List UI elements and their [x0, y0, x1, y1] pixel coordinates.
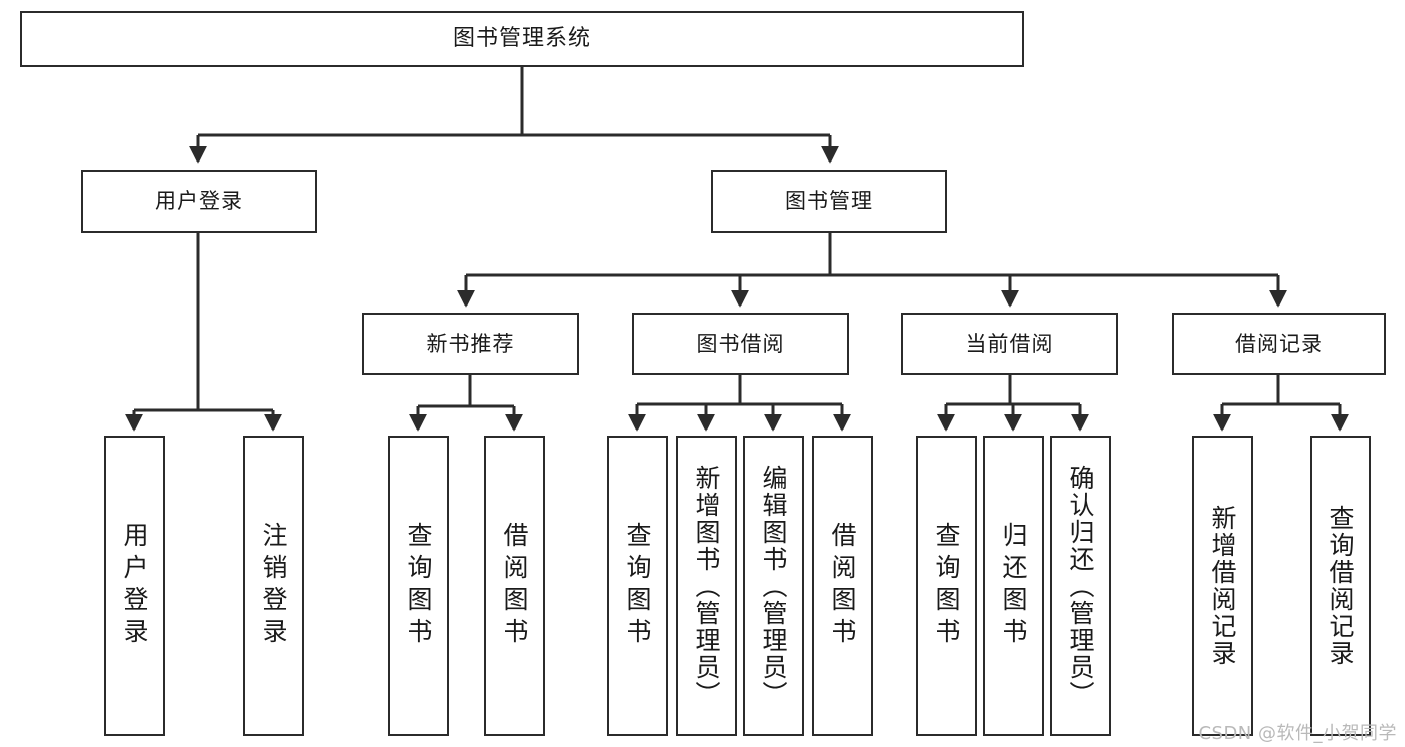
node-label: 用户登录 [155, 189, 243, 214]
node-leaf-confirm-return[interactable]: 确认归还（管理员） [1050, 436, 1111, 736]
watermark-text: CSDN @软件_小贺同学 [1198, 723, 1397, 744]
node-leaf-user-logout[interactable]: 注销登录 [243, 436, 304, 736]
node-current-borrow[interactable]: 当前借阅 [901, 313, 1118, 375]
node-leaf-return-book[interactable]: 归还图书 [983, 436, 1044, 736]
node-borrow-record[interactable]: 借阅记录 [1172, 313, 1386, 375]
node-leaf-user-login[interactable]: 用户登录 [104, 436, 165, 736]
node-leaf-add-record[interactable]: 新增借阅记录 [1192, 436, 1253, 736]
node-root-system[interactable]: 图书管理系统 [20, 11, 1024, 67]
node-label: 查询借阅记录 [1326, 505, 1355, 667]
node-label: 图书管理 [785, 189, 873, 214]
node-label: 新增借阅记录 [1208, 505, 1237, 667]
node-label: 新书推荐 [426, 331, 515, 356]
node-leaf-query-book-1[interactable]: 查询图书 [388, 436, 449, 736]
node-label: 确认归还（管理员） [1066, 464, 1095, 708]
node-new-book-recommend[interactable]: 新书推荐 [362, 313, 579, 375]
node-label: 借阅图书 [500, 522, 529, 650]
node-user-login[interactable]: 用户登录 [81, 170, 317, 233]
node-label: 借阅记录 [1235, 331, 1323, 356]
node-label: 用户登录 [120, 522, 149, 650]
node-label: 借阅图书 [828, 522, 857, 650]
node-leaf-query-book-2[interactable]: 查询图书 [607, 436, 668, 736]
node-leaf-query-book-3[interactable]: 查询图书 [916, 436, 977, 736]
node-leaf-add-book[interactable]: 新增图书（管理员） [676, 436, 737, 736]
node-leaf-borrow-book-1[interactable]: 借阅图书 [484, 436, 545, 736]
node-label: 新增图书（管理员） [692, 464, 721, 708]
node-label: 注销登录 [259, 522, 288, 650]
node-book-manage[interactable]: 图书管理 [711, 170, 947, 233]
node-label: 编辑图书（管理员） [759, 464, 788, 708]
node-label: 归还图书 [999, 522, 1028, 650]
node-label: 查询图书 [404, 522, 433, 650]
node-leaf-query-record[interactable]: 查询借阅记录 [1310, 436, 1371, 736]
node-leaf-edit-book[interactable]: 编辑图书（管理员） [743, 436, 804, 736]
node-label: 图书借阅 [696, 331, 785, 356]
node-label: 查询图书 [623, 522, 652, 650]
node-label: 查询图书 [932, 522, 961, 650]
node-label: 当前借阅 [965, 331, 1054, 356]
node-book-borrow[interactable]: 图书借阅 [632, 313, 849, 375]
node-leaf-borrow-book-2[interactable]: 借阅图书 [812, 436, 873, 736]
node-label: 图书管理系统 [452, 26, 591, 52]
